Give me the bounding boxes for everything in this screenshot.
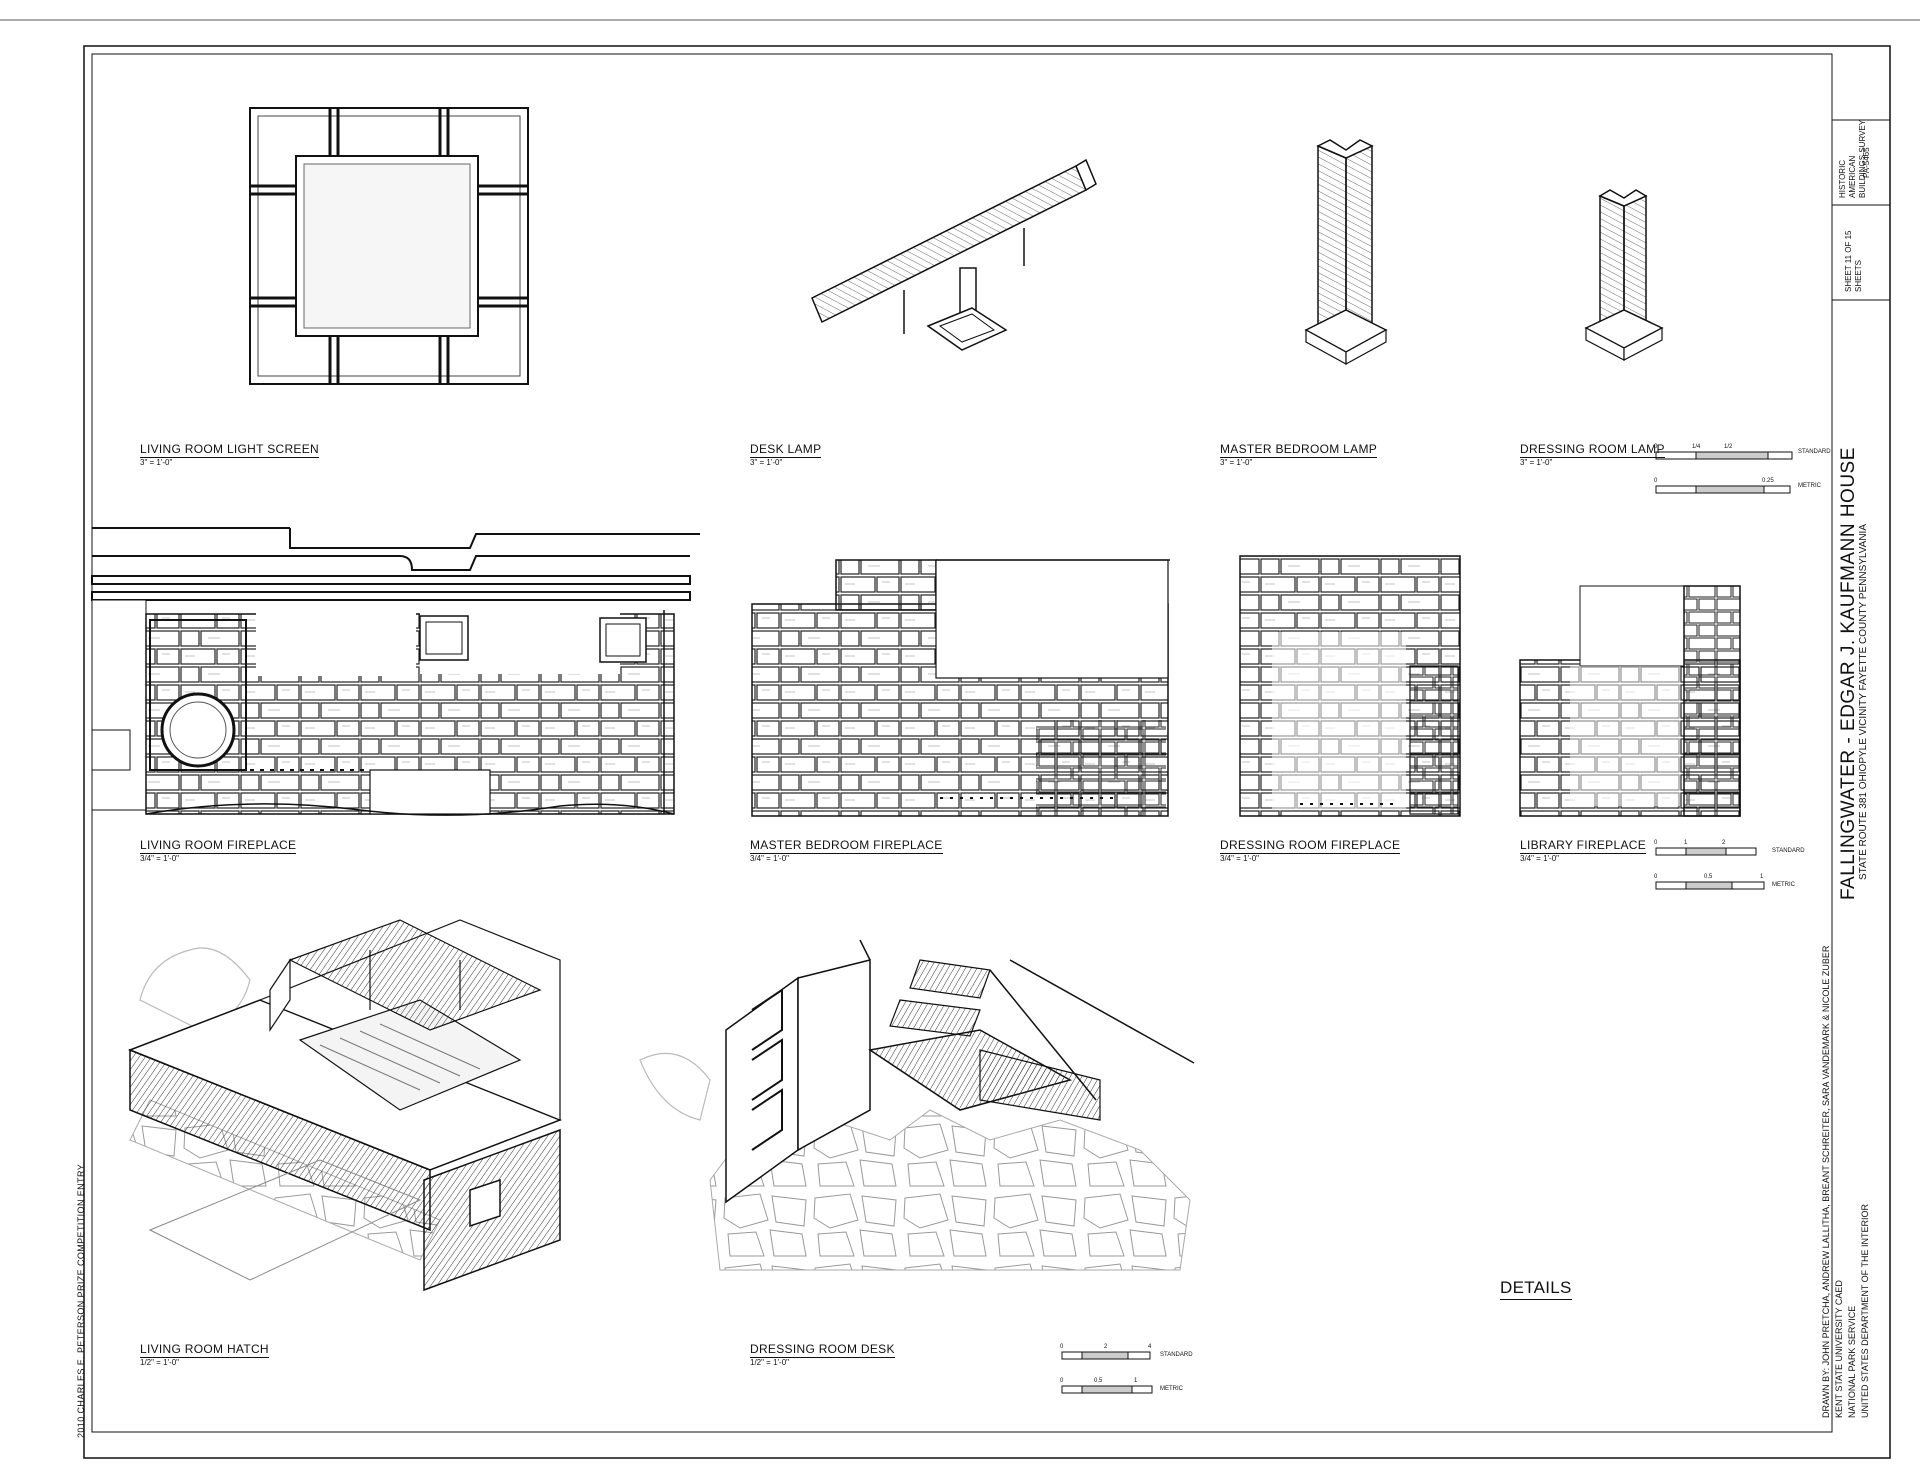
scale-units: STANDARD — [1160, 1352, 1193, 1358]
credit-line: UNITED STATES DEPARTMENT OF THE INTERIOR — [1860, 1203, 1870, 1418]
drawing-title: LIVING ROOM FIREPLACE — [140, 838, 297, 854]
living-room-hatch-drawing — [127, 919, 711, 1292]
credit-line: NATIONAL PARK SERVICE — [1847, 1305, 1857, 1418]
drawing-scale: 3/4" = 1'-0" — [1220, 854, 1260, 863]
sheet-subtitle: STATE ROUTE 381 OHIOPYLE VICINITY FAYETT… — [1858, 523, 1869, 880]
drawing-title: LIVING ROOM LIGHT SCREEN — [140, 442, 320, 458]
drawing-title: DRESSING ROOM FIREPLACE — [1220, 838, 1401, 854]
details-heading: DETAILS — [1500, 1278, 1572, 1300]
scale-mark: 0.25 — [1762, 478, 1774, 484]
scale-mark: 1 — [1684, 840, 1688, 846]
drawing-scale: 3" = 1'-0" — [1220, 458, 1253, 467]
drawing-title: LIVING ROOM HATCH — [140, 1342, 269, 1358]
master-bedroom-lamp-drawing — [1304, 139, 1388, 366]
scale-mark: 0 — [1654, 874, 1658, 880]
scale-mark: 1 — [1760, 874, 1764, 880]
drawing-title: LIBRARY FIREPLACE — [1520, 838, 1647, 854]
scale-bar-middle-metric — [1655, 881, 1765, 890]
scale-mark: 0 — [1060, 1378, 1064, 1384]
scale-mark: 1/4 — [1692, 444, 1701, 450]
sheet-border-outer — [83, 45, 1891, 1459]
drawing-scale: 1/2" = 1'-0" — [750, 1358, 790, 1367]
drawing-title: DRESSING ROOM DESK — [750, 1342, 895, 1358]
dressing-room-lamp-drawing — [1584, 189, 1664, 361]
scale-mark: 0.5 — [1094, 1378, 1103, 1384]
drawing-title: MASTER BEDROOM LAMP — [1220, 442, 1378, 458]
drawing-scale: 3/4" = 1'-0" — [1520, 854, 1560, 863]
drawing-scale: 3" = 1'-0" — [750, 458, 783, 467]
scale-mark: 0.5 — [1704, 874, 1713, 880]
scale-bar-top-metric — [1655, 485, 1791, 494]
scale-units: STANDARD — [1798, 449, 1831, 455]
credit-line: DRAWN BY: JOHN PRETCHA, ANDREW LALLITHA,… — [1821, 945, 1831, 1418]
scale-units: STANDARD — [1772, 848, 1805, 854]
scale-units: METRIC — [1798, 483, 1821, 489]
sheet-number: SHEET 11 OF 15 SHEETS — [1844, 230, 1863, 292]
scale-units: METRIC — [1772, 882, 1795, 888]
drawing-scale: 3" = 1'-0" — [1520, 458, 1553, 467]
dressing-room-fireplace-drawing — [1239, 555, 1461, 817]
scale-bar-bottom-metric — [1061, 1385, 1153, 1394]
light-screen-drawing — [249, 107, 529, 385]
scale-bar-bottom-standard — [1061, 1351, 1151, 1360]
sheet-title: FALLINGWATER - EDGAR J. KAUFMANN HOUSE — [1838, 447, 1859, 900]
competition-text: 2010 CHARLES E. PETERSON PRIZE COMPETITI… — [76, 1163, 86, 1438]
scale-mark: 0 — [1654, 444, 1658, 450]
drawing-title: MASTER BEDROOM FIREPLACE — [750, 838, 943, 854]
dressing-room-desk-drawing — [709, 939, 1195, 1271]
scale-bar-middle-standard — [1655, 847, 1757, 856]
library-fireplace-drawing — [1519, 585, 1741, 817]
scale-mark: 1 — [1134, 1378, 1138, 1384]
scale-units: METRIC — [1160, 1386, 1183, 1392]
living-room-fireplace-drawing — [91, 527, 700, 816]
scale-mark: 4 — [1148, 1344, 1152, 1350]
drawing-scale: 1/2" = 1'-0" — [140, 1358, 180, 1367]
scale-bar-top-standard — [1655, 451, 1793, 460]
scale-mark: 0 — [1060, 1344, 1064, 1350]
survey-number: PA-5465 — [1862, 147, 1871, 178]
drawing-title: DRESSING ROOM LAMP — [1520, 442, 1665, 458]
credits-block: DRAWN BY: JOHN PRETCHA, ANDREW LALLITHA,… — [1820, 946, 1872, 1418]
credit-line: KENT STATE UNIVERSITY CAED — [1834, 1280, 1844, 1418]
scale-mark: 0 — [1654, 478, 1658, 484]
scale-mark: 0 — [1654, 840, 1658, 846]
drawing-scale: 3/4" = 1'-0" — [750, 854, 790, 863]
scale-mark: 1/2 — [1724, 444, 1733, 450]
drawing-title: DESK LAMP — [750, 442, 822, 458]
drawing-scale: 3" = 1'-0" — [140, 458, 173, 467]
scale-mark: 2 — [1104, 1344, 1108, 1350]
master-bedroom-fireplace-drawing — [751, 559, 1170, 817]
scale-mark: 2 — [1722, 840, 1726, 846]
desk-lamp-drawing — [811, 158, 1097, 351]
drawing-scale: 3/4" = 1'-0" — [140, 854, 180, 863]
